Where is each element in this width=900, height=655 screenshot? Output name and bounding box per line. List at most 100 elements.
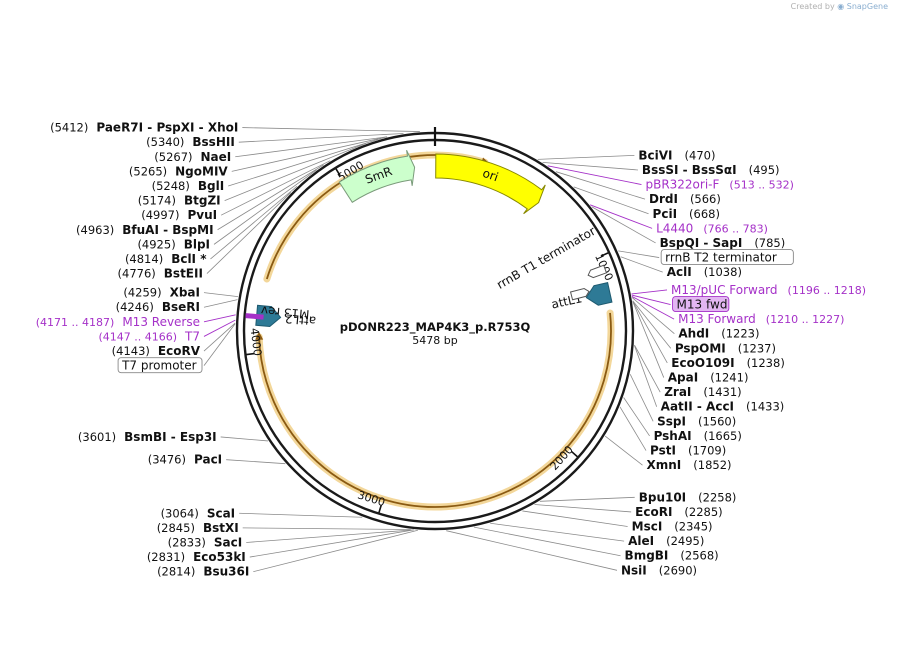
zrai-leader (634, 344, 661, 393)
ecoo109i-leader (632, 300, 668, 364)
site-scai[interactable]: (3064)ScaI (161, 506, 236, 520)
xmni-leader (604, 435, 643, 466)
site-bsu36i[interactable]: (2814)Bsu36I (157, 565, 249, 579)
site-bsteii[interactable]: (4776)BstEII (118, 267, 203, 281)
site-ecorv[interactable]: (4143)EcoRV (112, 344, 201, 358)
box-label-t7-promoter[interactable]: T7 promoter (121, 359, 197, 373)
plasmid-name: pDONR223_MAP4K3_p.R753Q (340, 320, 531, 335)
site-btgzi[interactable]: (5174)BtgZI (138, 194, 221, 208)
tick-mark (570, 450, 578, 458)
m13-reverse-leader (203, 314, 236, 323)
primer-l4440[interactable]: L4440(766 .. 783) (656, 221, 768, 235)
primer-m13-forward[interactable]: M13 Forward(1210 .. 1227) (678, 312, 844, 326)
site-blpi[interactable]: (4925)BlpI (137, 237, 210, 251)
nsii-leader (446, 530, 618, 571)
site-ecori[interactable]: EcoRI(2285) (635, 505, 723, 519)
site-drdi[interactable]: DrdI(566) (649, 192, 721, 206)
site-psti[interactable]: PstI(1709) (650, 444, 726, 458)
tick-label: 2000 (548, 443, 576, 473)
m13-forward-leader (631, 296, 675, 320)
site-bsssi-bsss-i[interactable]: BssSI - BssSαI(495) (642, 163, 780, 177)
box-label-rrnb-t2-terminator[interactable]: rrnB T2 terminator (665, 251, 777, 265)
site-leaders (203, 127, 675, 573)
tick-label: 4000 (248, 327, 264, 356)
site-acli[interactable]: AclI(1038) (667, 265, 742, 279)
site-saci[interactable]: (2833)SacI (168, 535, 243, 549)
primer-t7[interactable]: (4147 .. 4166)T7 (98, 329, 200, 343)
site-ngomiv[interactable]: (5265)NgoMIV (129, 164, 229, 178)
site-bcivi[interactable]: BciVI(470) (638, 148, 715, 162)
bgli-leader (228, 137, 383, 187)
pbr322ori-f-leader (547, 165, 642, 186)
orf-arc (258, 312, 612, 508)
pspomi-leader (632, 300, 672, 349)
smr-feature (338, 150, 416, 203)
rrnb-t2-terminator-leader (618, 250, 660, 258)
site-eco53ki[interactable]: (2831)Eco53kI (147, 550, 246, 564)
drdi-leader (555, 171, 646, 200)
box-m13-fwd (672, 296, 730, 312)
bspqi-sapi-leader (591, 206, 656, 244)
site-sspi[interactable]: SspI(1560) (657, 414, 736, 428)
paci-leader (226, 459, 286, 465)
site-bsmbi-esp3i[interactable]: (3601)BsmBI - Esp3I (78, 430, 217, 444)
attl1-feature (585, 282, 613, 306)
eco53ki-leader (249, 529, 414, 558)
site-bcli[interactable]: (4814)BclI * (125, 252, 207, 266)
site-paer7i-pspxi-xhoi[interactable]: (5412)PaeR7I - PspXI - XhoI (50, 121, 238, 135)
bsmbi-esp3i-leader (220, 436, 268, 442)
acli-leader (620, 256, 663, 273)
site-alei[interactable]: AleI(2495) (628, 534, 704, 548)
site-pshai[interactable]: PshAI(1665) (654, 429, 742, 443)
snapgene-credit: Created by ◉ SnapGene (791, 2, 888, 11)
bcli-leader (210, 185, 298, 260)
site-nsii[interactable]: NsiI(2690) (621, 563, 697, 577)
site-pspomi[interactable]: PspOMI(1237) (675, 341, 776, 355)
primer-m13-reverse[interactable]: (4171 .. 4187)M13 Reverse (36, 315, 200, 329)
site-msci[interactable]: MscI(2345) (632, 520, 713, 534)
box-label-m13-fwd[interactable]: M13 fwd (677, 298, 728, 312)
alei-leader (490, 522, 625, 542)
site-zrai[interactable]: ZraI(1431) (664, 385, 741, 399)
site-bpu10i[interactable]: Bpu10I(2258) (639, 490, 737, 504)
plasmid-length: 5478 bp (412, 334, 457, 347)
tick-mark (378, 504, 383, 513)
primer-pbr322ori-f[interactable]: pBR322ori-F(513 .. 532) (645, 178, 794, 192)
pcii-leader (573, 186, 649, 215)
site-ahdi[interactable]: AhdI(1223) (678, 327, 759, 341)
scai-leader (239, 512, 363, 518)
site-apai[interactable]: ApaI(1241) (668, 371, 749, 385)
site-pvui[interactable]: (4997)PvuI (141, 208, 217, 222)
site-bseri[interactable]: (4246)BseRI (116, 300, 200, 314)
site-naei[interactable]: (5267)NaeI (154, 150, 231, 164)
site-xbai[interactable]: (4259)XbaI (123, 286, 200, 300)
site-aatii-acci[interactable]: AatII - AccI(1433) (661, 400, 785, 414)
bsu36i-leader (253, 529, 418, 573)
bcivi-leader (537, 154, 635, 160)
site-bfuai-bspmi[interactable]: (4963)BfuAI - BspMI (76, 223, 214, 237)
site-pcii[interactable]: PciI(668) (653, 207, 720, 221)
site-bstxi[interactable]: (2845)BstXI (157, 521, 239, 535)
rrnb-t1-terminator-label: rrnB T1 terminator (494, 224, 598, 292)
box-t7-promoter (117, 357, 203, 374)
m13-puc-forward-leader (631, 289, 668, 295)
attl2-label: attL2 (284, 311, 316, 328)
tick-mark (246, 352, 255, 356)
tick-mark (600, 252, 609, 257)
site-bsshii[interactable]: (5340)BssHII (146, 135, 235, 149)
site-paci[interactable]: (3476)PacI (148, 453, 222, 467)
credit-prefix: Created by (790, 2, 835, 11)
bstxi-leader (242, 527, 411, 530)
site-bmgbi[interactable]: BmgBI(2568) (625, 549, 719, 563)
m13-rev-label: M13 rev (260, 303, 310, 321)
tick-mark (335, 168, 341, 177)
t7-promoter-leader (203, 323, 236, 366)
primer-m13-puc-forward[interactable]: M13/pUC Forward(1196 .. 1218) (671, 283, 866, 297)
backbone (235, 127, 635, 531)
site-ecoo109i[interactable]: EcoO109I(1238) (671, 356, 785, 370)
site-bgli[interactable]: (5248)BglI (152, 179, 225, 193)
site-bspqi-sapi[interactable]: BspQI - SapI(785) (660, 236, 786, 250)
site-xmni[interactable]: XmnI(1852) (647, 458, 732, 472)
rrnb-t1-terminator-feature (587, 264, 608, 279)
